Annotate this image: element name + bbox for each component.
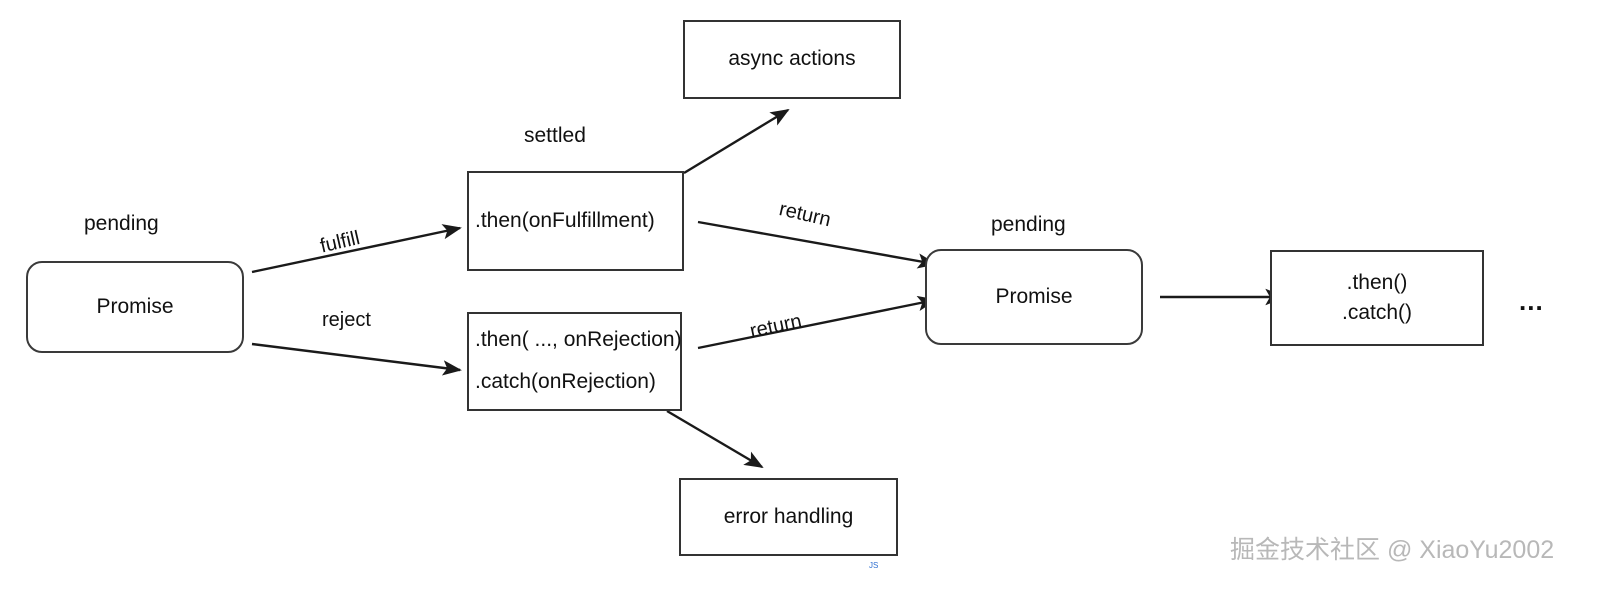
node-async-actions-label: async actions bbox=[728, 47, 856, 71]
edge-label-reject: reject bbox=[322, 309, 371, 331]
node-promise-pending-2[interactable]: Promise bbox=[925, 249, 1143, 345]
node-chain-catch-label: .catch() bbox=[1341, 301, 1412, 324]
caption-pending-2: pending bbox=[991, 213, 1066, 236]
edge-label-fulfill: fulfill bbox=[318, 226, 362, 258]
watermark: 掘金技术社区 @ XiaoYu2002 bbox=[1230, 536, 1555, 564]
caption-pending-1: pending bbox=[84, 212, 159, 235]
edge-label-return-lower: return bbox=[748, 310, 804, 343]
node-catch-on-rejection-label: .catch(onRejection) bbox=[475, 370, 656, 394]
edge-return-lower bbox=[697, 295, 937, 350]
edge-reject bbox=[251, 342, 462, 376]
node-async-actions[interactable]: async actions bbox=[683, 20, 901, 99]
node-then-catch-chain[interactable]: .then() .catch() bbox=[1270, 250, 1484, 346]
node-then-on-fulfillment[interactable]: .then(onFulfillment) bbox=[467, 171, 684, 271]
edge-to-async-actions bbox=[683, 108, 790, 175]
node-promise-label-2: Promise bbox=[995, 284, 1073, 308]
tiny-mark: JS bbox=[869, 561, 879, 570]
node-error-handling-label: error handling bbox=[723, 504, 854, 528]
node-then-catch-on-rejection[interactable]: .then( ..., onRejection) .catch(onReject… bbox=[467, 312, 682, 411]
node-chain-then-label: .then() bbox=[1346, 270, 1408, 294]
continuation-ellipsis: ... bbox=[1519, 286, 1544, 316]
node-then-on-rejection-label: .then( ..., onRejection) bbox=[475, 328, 682, 352]
edge-to-error-handling bbox=[666, 409, 764, 469]
node-promise-label-1: Promise bbox=[96, 294, 174, 318]
caption-settled: settled bbox=[524, 124, 586, 147]
node-then-on-fulfillment-label: .then(onFulfillment) bbox=[475, 208, 655, 232]
edge-label-return-upper: return bbox=[777, 198, 833, 232]
node-error-handling[interactable]: error handling bbox=[679, 478, 898, 556]
node-promise-pending-1[interactable]: Promise bbox=[26, 261, 244, 353]
